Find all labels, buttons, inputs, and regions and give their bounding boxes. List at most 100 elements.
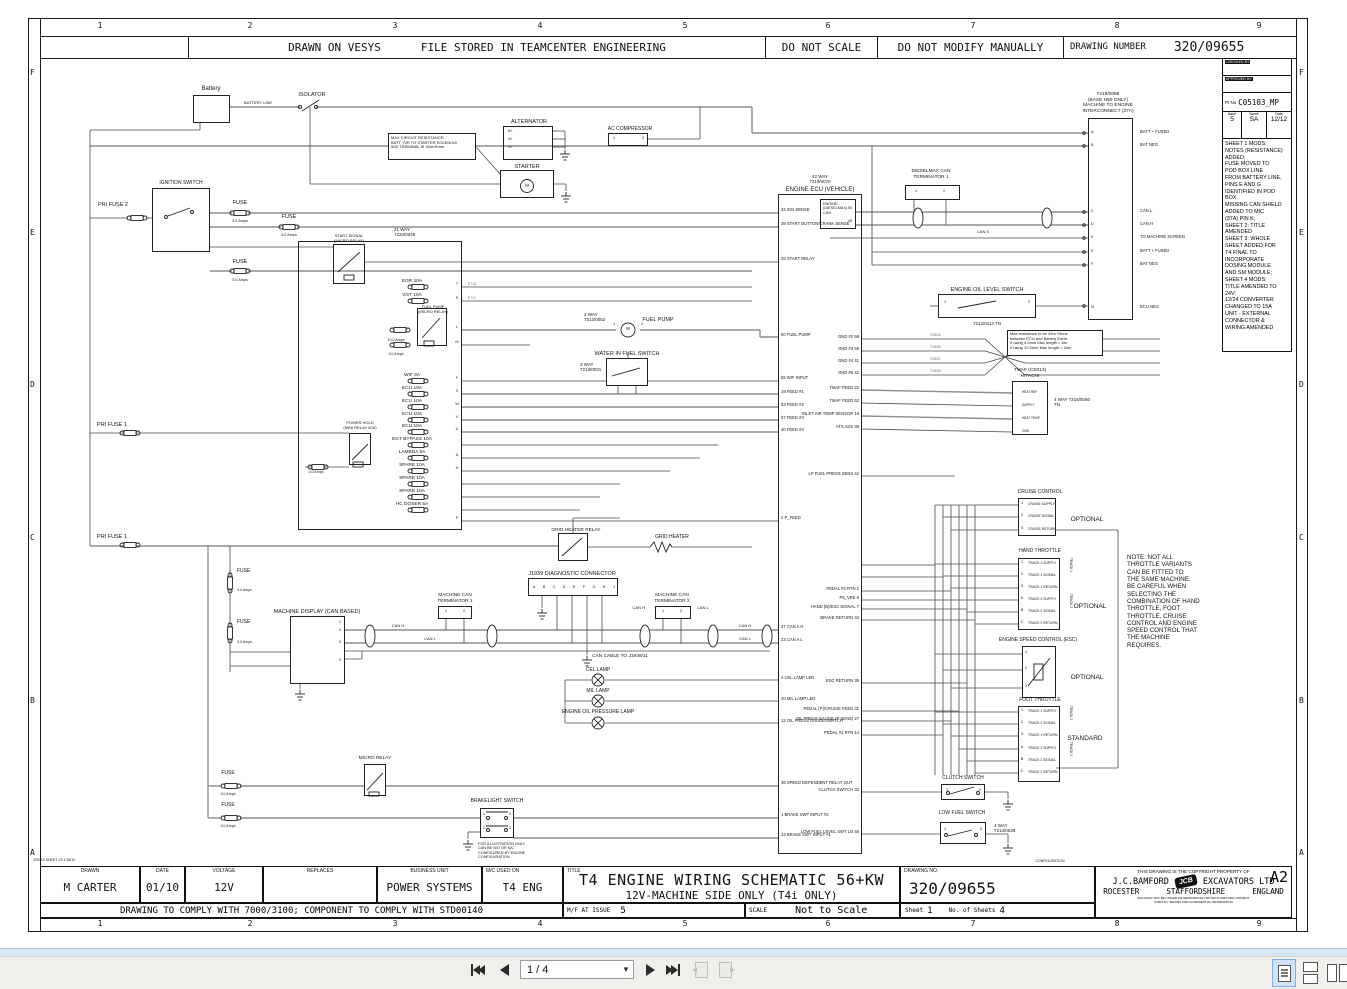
schematic-label: HEAT REF xyxy=(1022,390,1038,394)
schematic-label: ALTERNATOR xyxy=(510,119,548,125)
company-address: ROCESTER STAFFORDSHIRE ENGLAND xyxy=(1103,887,1284,896)
schematic-label: ENGINE ECU (VEHICLE) xyxy=(785,187,855,193)
cruise-control-box xyxy=(1018,498,1056,536)
schematic-label: CRUISE SIGNAL xyxy=(1028,514,1055,518)
grid-column-number: 1 xyxy=(97,21,103,30)
grid-column-number: 2 xyxy=(247,919,253,928)
schematic-label: U xyxy=(455,427,459,431)
facing-pages-layout-button[interactable] xyxy=(1326,959,1347,987)
schematic-label: T xyxy=(455,282,459,286)
schematic-label: BRAKE RETURN 34 xyxy=(820,615,859,620)
business-unit-label: BUSINESS UNIT xyxy=(410,868,449,874)
drawn-label: DRAWN xyxy=(80,868,100,874)
drawn-value: M CARTER xyxy=(63,881,117,894)
schematic-label: 12 OIL PRESS GAUGE/SWITCH xyxy=(781,718,843,723)
schematic-label: 3.0 Amps xyxy=(220,792,236,796)
schematic-label: TRACK 2 SUPPLY xyxy=(1028,597,1057,601)
grid-row-letter: A xyxy=(1299,848,1304,857)
viewer-toolbar: 1 / 4 ▼ xyxy=(0,956,1347,989)
grid-column-number: 1 xyxy=(97,919,103,928)
battery-box xyxy=(193,95,230,123)
last-page-button[interactable] xyxy=(663,960,683,980)
schematic-label: 2 xyxy=(1024,666,1028,670)
schematic-label: BATTERY LINE xyxy=(243,100,273,105)
name-value: SA xyxy=(1249,116,1259,123)
schematic-label: Max resistance to be 40m Ohms between EC… xyxy=(1010,331,1072,351)
schematic-label: AC COMPRESSOR xyxy=(607,126,653,132)
engine-oil-level-switch-box xyxy=(938,294,1036,318)
schematic-label: FUSE xyxy=(221,770,235,776)
single-page-layout-button[interactable] xyxy=(1272,959,1296,987)
schematic-label: P5_VRE 6 xyxy=(839,595,859,600)
schematic-label: OPTIONAL xyxy=(1070,674,1104,681)
schematic-label: ENGINE (DIESELMAX) CAN xyxy=(823,202,848,215)
company-name-right: EXCAVATORS LTD xyxy=(1202,876,1275,887)
continuous-layout-button[interactable] xyxy=(1298,959,1322,987)
schematic-label: 3.0 Amps xyxy=(232,278,248,282)
issue-value: 5 xyxy=(1230,116,1234,123)
grid-row-letter: B xyxy=(1299,696,1304,705)
schematic-label: TRACK 1 RETURN xyxy=(1028,585,1058,589)
schematic-label: STANDARD xyxy=(1067,735,1103,742)
schematic-label: D+ xyxy=(508,145,513,149)
ecu-can-subbox xyxy=(820,199,856,229)
schematic-label: SPARE 10A xyxy=(399,489,425,494)
schematic-label: 50 xyxy=(847,206,852,210)
schematic-label: G060B xyxy=(930,345,941,349)
schematic-label: TRACK 1 SUPPLY xyxy=(1028,561,1057,565)
alternator-box xyxy=(503,126,553,160)
schematic-label: 21 WAY 7220/0045 xyxy=(394,227,416,238)
schematic-label: CAN S xyxy=(976,229,990,234)
schematic-label: PRI FUSE 1 xyxy=(97,422,127,428)
mf-at-issue-value: 5 xyxy=(620,905,626,916)
schematic-label: 1 xyxy=(483,812,485,816)
schematic-label: GND #2 58 xyxy=(838,334,859,339)
schematic-label: 2 xyxy=(462,609,466,613)
schematic-label: FOOT THROTTLE xyxy=(1019,697,1061,703)
sheet-size: A2 xyxy=(1269,868,1288,886)
approved-by-label: APPROVED BY xyxy=(1225,77,1253,81)
schematic-label: W xyxy=(508,137,512,141)
schematic-label: CLUTCH SWITCH xyxy=(942,775,984,781)
drawing-number-label: DRAWING NUMBER xyxy=(1070,42,1146,52)
schematic-label: E xyxy=(572,585,576,589)
previous-view-button[interactable] xyxy=(692,961,711,979)
schematic-label: ENGINE OIL PRESSURE LAMP xyxy=(561,709,635,715)
next-view-button[interactable] xyxy=(716,961,735,979)
mc-used-on-label: M/C USED ON xyxy=(486,868,520,874)
schematic-label: FUSE xyxy=(237,568,251,574)
power-hold-relay-box xyxy=(349,433,371,465)
header-drawn-on-cell: DRAWN ON VESYS FILE STORED IN TEAMCENTER… xyxy=(188,36,765,58)
schematic-label: A xyxy=(1020,596,1024,600)
next-page-button[interactable] xyxy=(640,960,660,980)
schematic-label: 2 xyxy=(338,658,341,662)
machine-can-terminator1-box xyxy=(438,606,472,619)
schematic-label: 23 CAN A L xyxy=(781,637,803,642)
schematic-label: 3 xyxy=(1020,732,1024,736)
schematic-label: CAN H xyxy=(391,623,405,628)
first-page-icon xyxy=(471,964,473,976)
schematic-label: BATT + FUSED xyxy=(1140,129,1170,134)
first-page-button[interactable] xyxy=(468,960,488,980)
schematic-label: H xyxy=(455,466,459,470)
schematic-label: TO MACHINE SCREEN xyxy=(1140,234,1185,239)
schematic-label: IGNITION SWITCH xyxy=(159,180,203,186)
schematic-label: CRUISE SUPPLY xyxy=(1028,502,1055,506)
header-do-not-scale-cell: DO NOT SCALE xyxy=(765,36,877,58)
schematic-label: 2 xyxy=(640,322,644,326)
grid-column-number: 3 xyxy=(392,21,398,30)
page-number-combobox[interactable]: 1 / 4 ▼ xyxy=(520,960,634,979)
grid-column-number: 7 xyxy=(970,919,976,928)
page-number-value: 1 / 4 xyxy=(527,963,549,976)
previous-page-button[interactable] xyxy=(494,960,514,980)
schematic-label: 3 xyxy=(1020,584,1024,588)
schematic-label: MACHINE CAN TERMINATOR 2 xyxy=(654,593,690,604)
drawn-on-text: DRAWN ON VESYS xyxy=(288,40,381,54)
file-stored-text: FILE STORED IN TEAMCENTER ENGINEERING xyxy=(420,40,666,54)
schematic-label: B xyxy=(542,585,546,589)
schematic-label: FUSE xyxy=(221,802,235,808)
sheet-version-text: JCB A2 SHEET V3.1 06/12 xyxy=(33,858,76,862)
scale-label: SCALE xyxy=(749,907,768,914)
schematic-label: ATS ADS 38 xyxy=(835,424,859,429)
